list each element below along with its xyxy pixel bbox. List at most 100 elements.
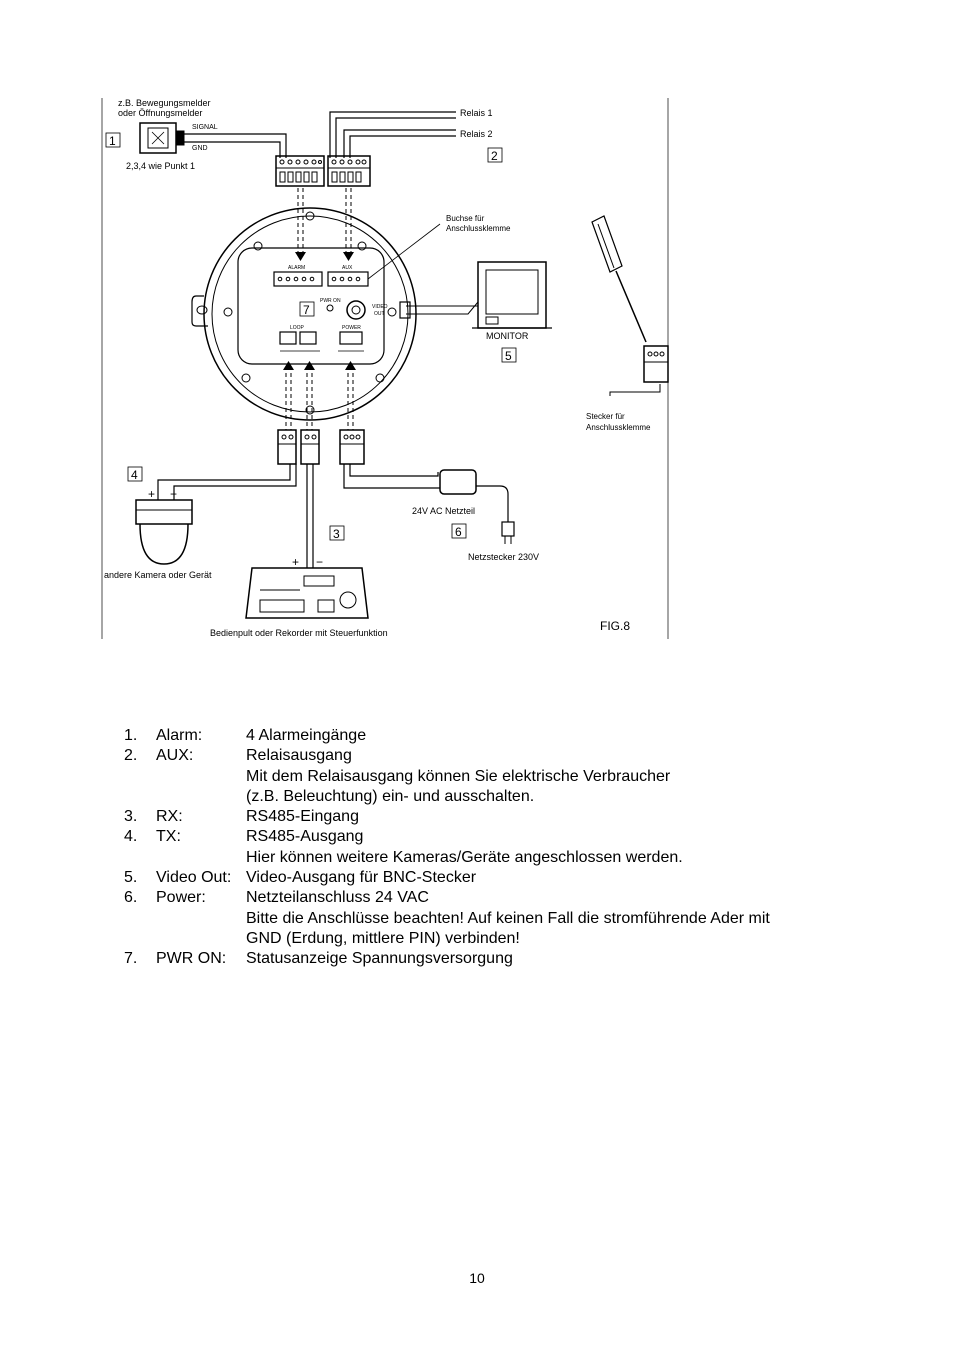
terminal-plug [643,345,669,383]
power-port [338,331,364,352]
legend-item-rx: 3. RX: RS485-Eingang [124,807,864,827]
relay2-label: Relais 2 [460,129,493,139]
legend-item-tx: 4. TX: RS485-Ausgang [124,827,864,847]
callout-5: 5 [505,349,512,363]
legend-key: Power: [156,889,206,907]
pwr-on-led [326,304,334,312]
monitor [472,261,552,329]
legend-text-continued: Hier können weitere Kameras/Geräte anges… [246,848,683,866]
legend-text: Statusanzeige Spannungsversorgung [246,950,513,968]
power-terminal-block [339,429,365,465]
legend-text: RS485-Ausgang [246,828,364,846]
relay1-wire-a [329,111,456,158]
legend-text: 4 Alarmeingänge [246,727,367,744]
callout-1: 1 [109,134,116,148]
relay1-label: Relais 1 [460,108,493,118]
power-label: POWER [342,325,361,331]
gnd-wire [184,141,281,158]
power-connection-arrow [347,366,354,430]
relay2-wire-a [343,129,456,158]
callout-3: 3 [333,527,340,541]
plug-label-2: Anschlussklemme [586,423,651,432]
loop-ports [279,331,320,352]
legend-text: Video-Ausgang für BNC-Stecker [246,869,477,887]
video-out-label-1: VIDEO [372,304,388,310]
controller-keyboard [245,567,369,619]
camera-label: andere Kamera oder Gerät [104,570,212,580]
tx-terminal-block [277,429,297,465]
loop-label: LOOP [290,325,305,331]
legend-key: TX: [156,828,181,846]
video-cable [406,301,479,315]
aux-terminal-block [327,155,371,187]
callout-6: 6 [455,525,462,539]
video-out-label-2: OUT [374,311,385,317]
legend-number: 5. [124,869,138,887]
aux-port-label: AUX [342,265,353,271]
controller-plus-sign: + [292,555,299,569]
callout-2: 2 [491,149,498,163]
rx-connection-arrow [306,366,313,430]
legend-key: Alarm: [156,727,203,744]
adapter-label: 24V AC Netzteil [412,506,475,516]
camera-minus-sign: − [170,487,177,501]
legend-number: 7. [124,950,138,968]
wiring-diagram: z.B. Bewegungsmelder oder Öffnungsmelder… [100,96,672,641]
power-wire [343,464,440,489]
jack-label-2: Anschlussklemme [446,224,511,233]
monitor-label: MONITOR [486,331,529,341]
relay2-wire-b [349,135,456,158]
controller-minus-sign: − [316,555,323,569]
alarm-terminal-block [275,155,325,187]
legend-text: Netzteilanschluss 24 VAC [246,889,429,907]
gnd-label: GND [192,145,208,152]
legend-list: 1. Alarm: 4 Alarmeingänge 2. AUX: Relais… [124,726,864,970]
dome-camera [135,499,193,565]
legend-text-continued: Bitte die Anschlüsse beachten! Auf keine… [246,909,770,927]
sensor-label-1: z.B. Bewegungsmelder [118,98,211,108]
point-note: 2,3,4 wie Punkt 1 [126,161,195,171]
legend-text: Relaisausgang [246,747,352,765]
legend-key: AUX: [156,747,194,765]
legend-number: 1. [124,727,138,744]
controller-label: Bedienpult oder Rekorder mit Steuerfunkt… [210,628,388,638]
legend-text: RS485-Eingang [246,808,359,826]
legend-key: PWR ON: [156,950,227,968]
legend-text-continued: Mit dem Relaisausgang können Sie elektri… [246,767,671,785]
alarm-port-label: ALARM [288,265,305,271]
legend-text-continued: GND (Erdung, mittlere PIN) verbinden! [246,929,520,947]
power-adapter [439,469,477,495]
motion-sensor [139,122,185,154]
camera-plus-sign: + [148,487,155,501]
aux-connection-arrow [345,188,352,256]
jack-pointer [367,223,441,280]
relay1-wire-b [335,117,456,158]
legend-key: RX: [156,808,183,826]
alarm-port [273,271,323,287]
legend-item-power: 6. Power: Netzteilanschluss 24 VAC [124,888,864,908]
controller-wire [306,464,314,568]
rx-terminal-block [300,429,320,465]
legend-number: 3. [124,808,138,826]
callout-7: 7 [303,303,310,317]
aux-port [327,271,369,287]
legend-item-pwr-on: 7. PWR ON: Statusanzeige Spannungsversor… [124,949,864,969]
jack-label-1: Buchse für [446,214,485,223]
signal-wire [184,133,287,158]
tx-connection-arrow [285,366,292,430]
legend-number: 2. [124,747,138,765]
legend-number: 6. [124,889,138,907]
alarm-connection-arrow [297,188,304,256]
legend-item-alarm: 1. Alarm: 4 Alarmeingänge [124,726,864,746]
legend-text-continued: (z.B. Beleuchtung) ein- und ausschalten. [246,787,535,805]
mains-plug-label: Netzstecker 230V [468,552,539,562]
legend-number: 4. [124,828,138,846]
legend-key: Video Out: [156,869,232,887]
page-number: 10 [469,1270,485,1286]
sensor-label-2: oder Öffnungsmelder [118,108,202,118]
plug-label-1: Stecker für [586,412,625,421]
pwr-on-label: PWR ON [320,298,341,304]
legend-item-aux: 2. AUX: Relaisausgang [124,746,864,766]
camera-wire [157,464,297,500]
signal-label: SIGNAL [192,124,218,131]
